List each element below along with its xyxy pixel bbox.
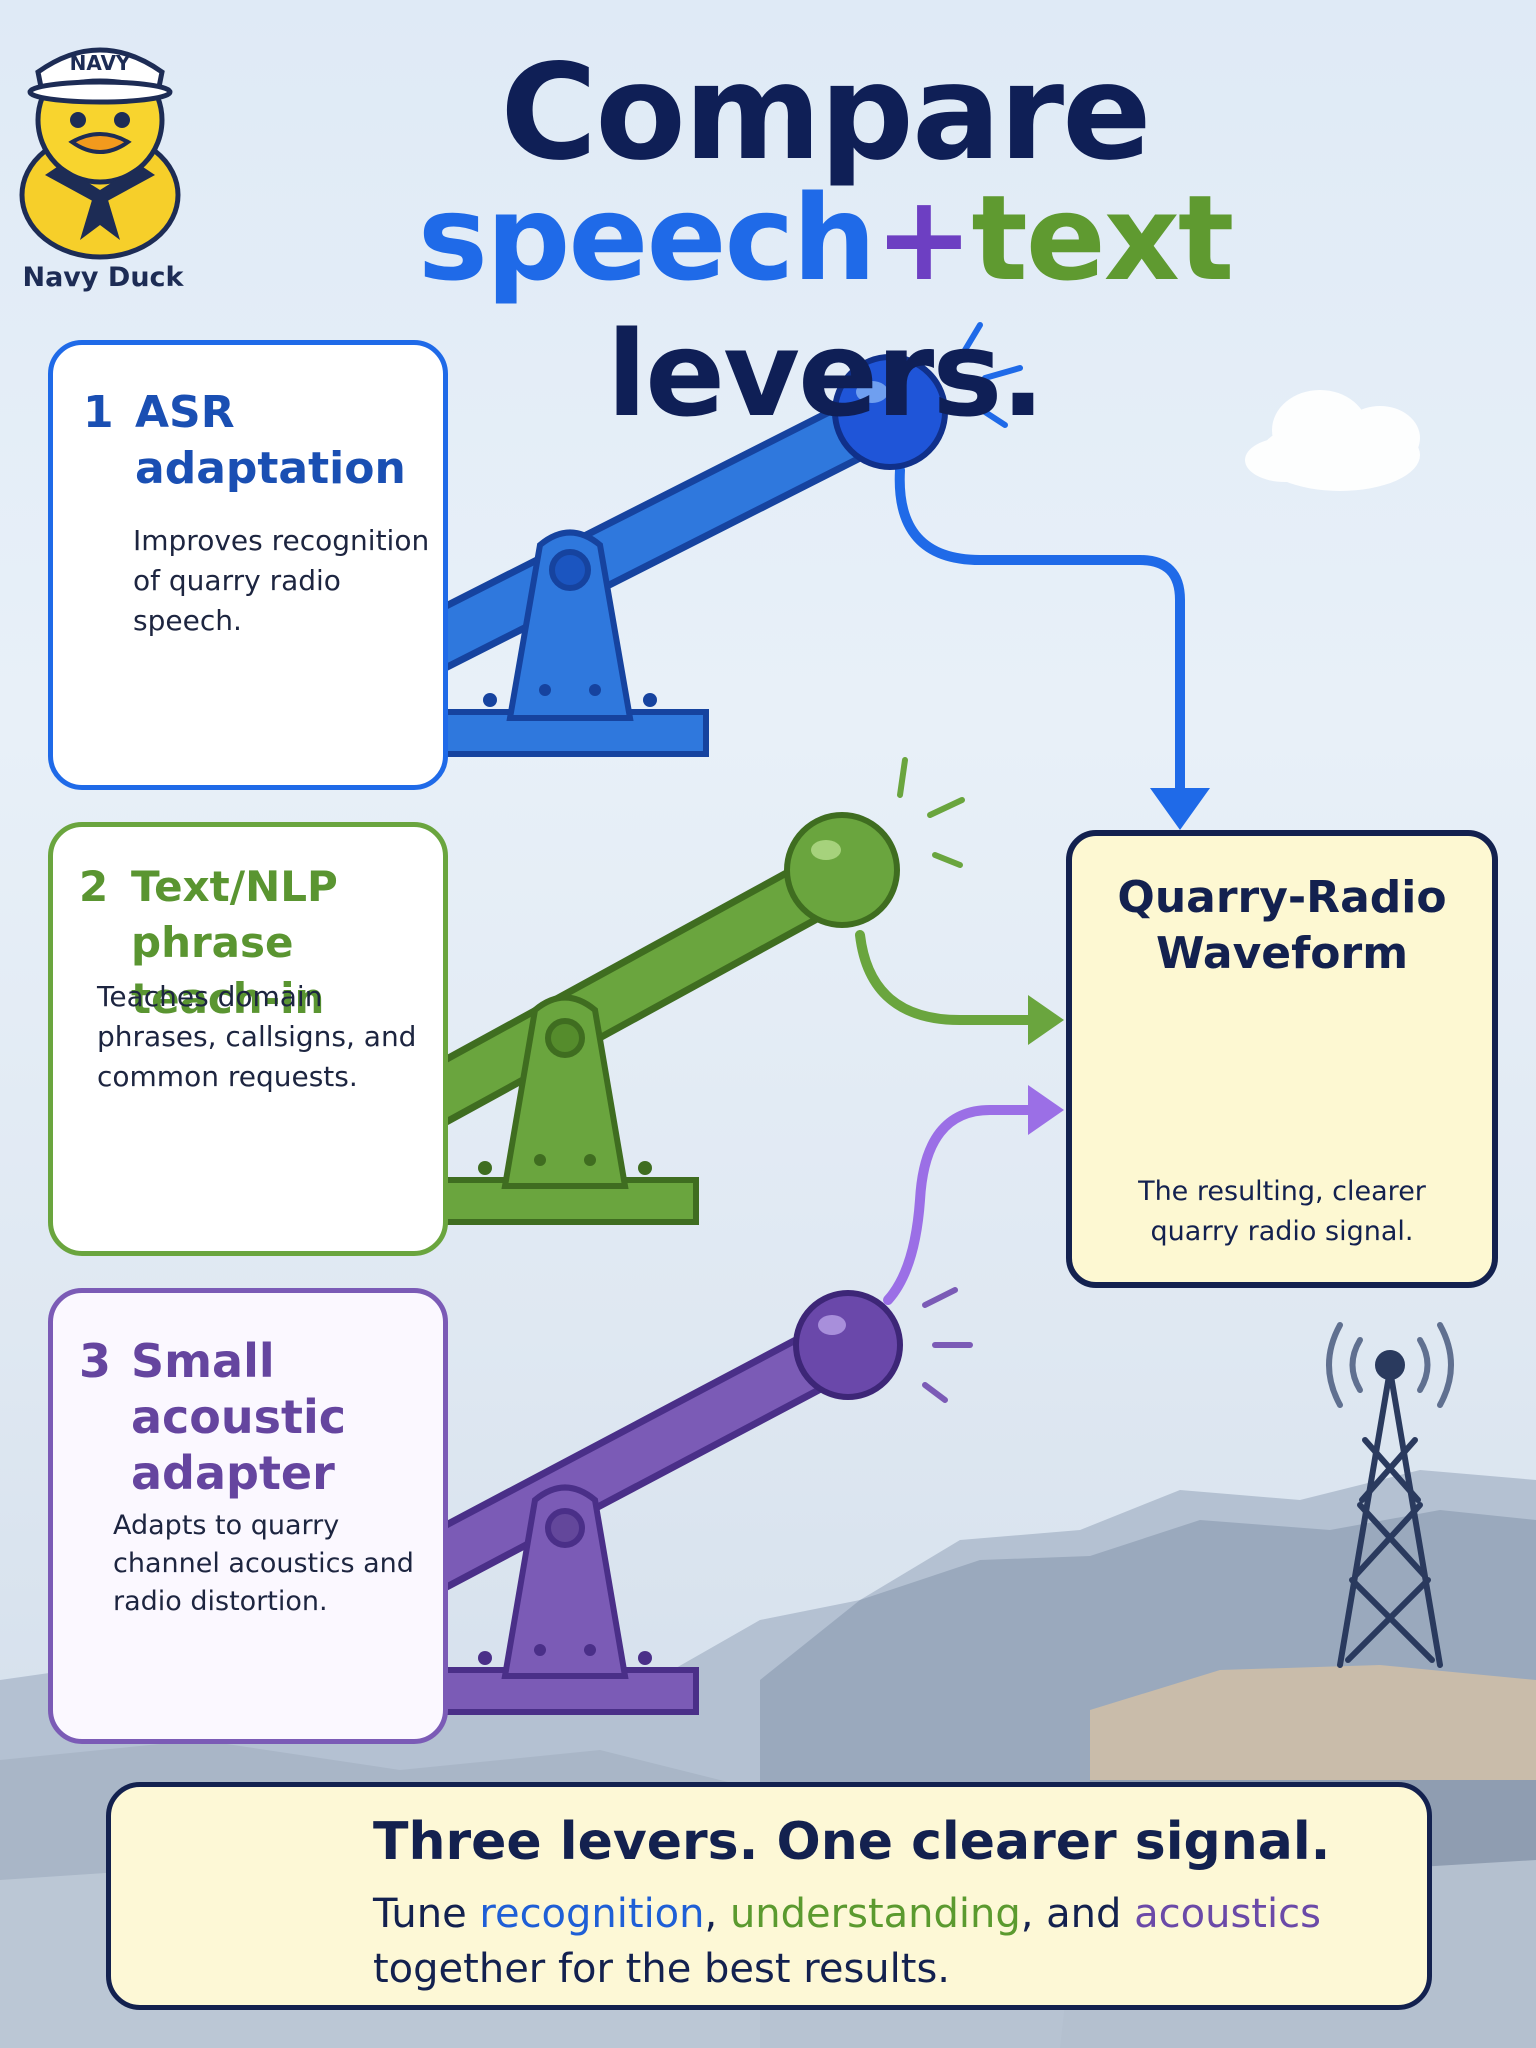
lever-number: 3 <box>79 1334 112 1388</box>
lever-1-blue <box>389 322 1023 757</box>
page-title-line-2: speech+text levers. <box>240 170 1410 442</box>
keyword-understanding: understanding <box>729 1891 1021 1937</box>
lever-card-heading: 1 ASR adaptation <box>83 385 433 497</box>
lever-2-green <box>389 757 965 1225</box>
output-waveform-box: Quarry-Radio Waveform The resulting, cle… <box>1066 830 1498 1288</box>
title-speech: speech <box>417 169 877 307</box>
summary-heading: Three levers. One clearer signal. <box>373 1812 1331 1872</box>
lever-card-nlp: 2 Text/NLP phrase teach-in Teaches domai… <box>48 822 448 1256</box>
title-plus: + <box>874 169 973 307</box>
arrow-lever-1-to-waveform <box>894 465 1210 830</box>
lever-card-heading: 2 Text/NLP phrase teach-in <box>79 859 439 1027</box>
title-text: text <box>971 169 1234 307</box>
lever-title: ASR adaptation <box>135 387 406 494</box>
lever-description: Teaches domain phrases, callsigns, and c… <box>97 980 417 1093</box>
lever-number: 2 <box>79 862 109 911</box>
mascot-hat-label: NAVY <box>70 51 131 75</box>
radio-tower-icon <box>1326 1322 1454 1668</box>
lever-3-purple <box>389 1287 973 1715</box>
navy-duck-mascot-icon <box>19 47 181 260</box>
lever-description: Improves recognition of quarry radio spe… <box>133 524 430 637</box>
mascot-name: Navy Duck <box>22 262 184 293</box>
lever-card-acoustic: 3 Small acoustic adapter Adapts to quarr… <box>48 1288 448 1744</box>
lever-title: Small acoustic adapter <box>131 1334 347 1500</box>
lever-title: Text/NLP phrase teach-in <box>131 862 338 1023</box>
keyword-recognition: recognition <box>479 1891 705 1937</box>
page-title-line-1: Compare <box>500 36 1151 190</box>
waveform-title: Quarry-Radio Waveform <box>1117 872 1447 979</box>
summary-sep-1: , <box>704 1891 730 1937</box>
lever-card-heading: 3 Small acoustic adapter <box>79 1333 429 1501</box>
lever-description: Adapts to quarry channel acoustics and r… <box>113 1510 414 1617</box>
summary-sep-2: , and <box>1020 1891 1135 1937</box>
waveform-caption: The resulting, clearer quarry radio sign… <box>1138 1176 1426 1247</box>
arrow-lever-3-to-waveform <box>883 1085 1064 1305</box>
hat-label-text: NAVY <box>70 51 131 75</box>
summary-prefix: Tune <box>373 1891 480 1937</box>
keyword-acoustics: acoustics <box>1134 1891 1321 1937</box>
arrow-lever-2-to-waveform <box>855 930 1064 1045</box>
cloud-icon <box>1245 390 1420 491</box>
summary-text: Tune recognition, understanding, and aco… <box>373 1887 1373 1997</box>
summary-box: Three levers. One clearer signal. Tune r… <box>106 1782 1432 2010</box>
title-levers: levers. <box>606 305 1046 443</box>
summary-suffix: together for the best results. <box>373 1946 950 1992</box>
lever-number: 1 <box>83 387 114 438</box>
lever-card-asr: 1 ASR adaptation Improves recognition of… <box>48 340 448 790</box>
